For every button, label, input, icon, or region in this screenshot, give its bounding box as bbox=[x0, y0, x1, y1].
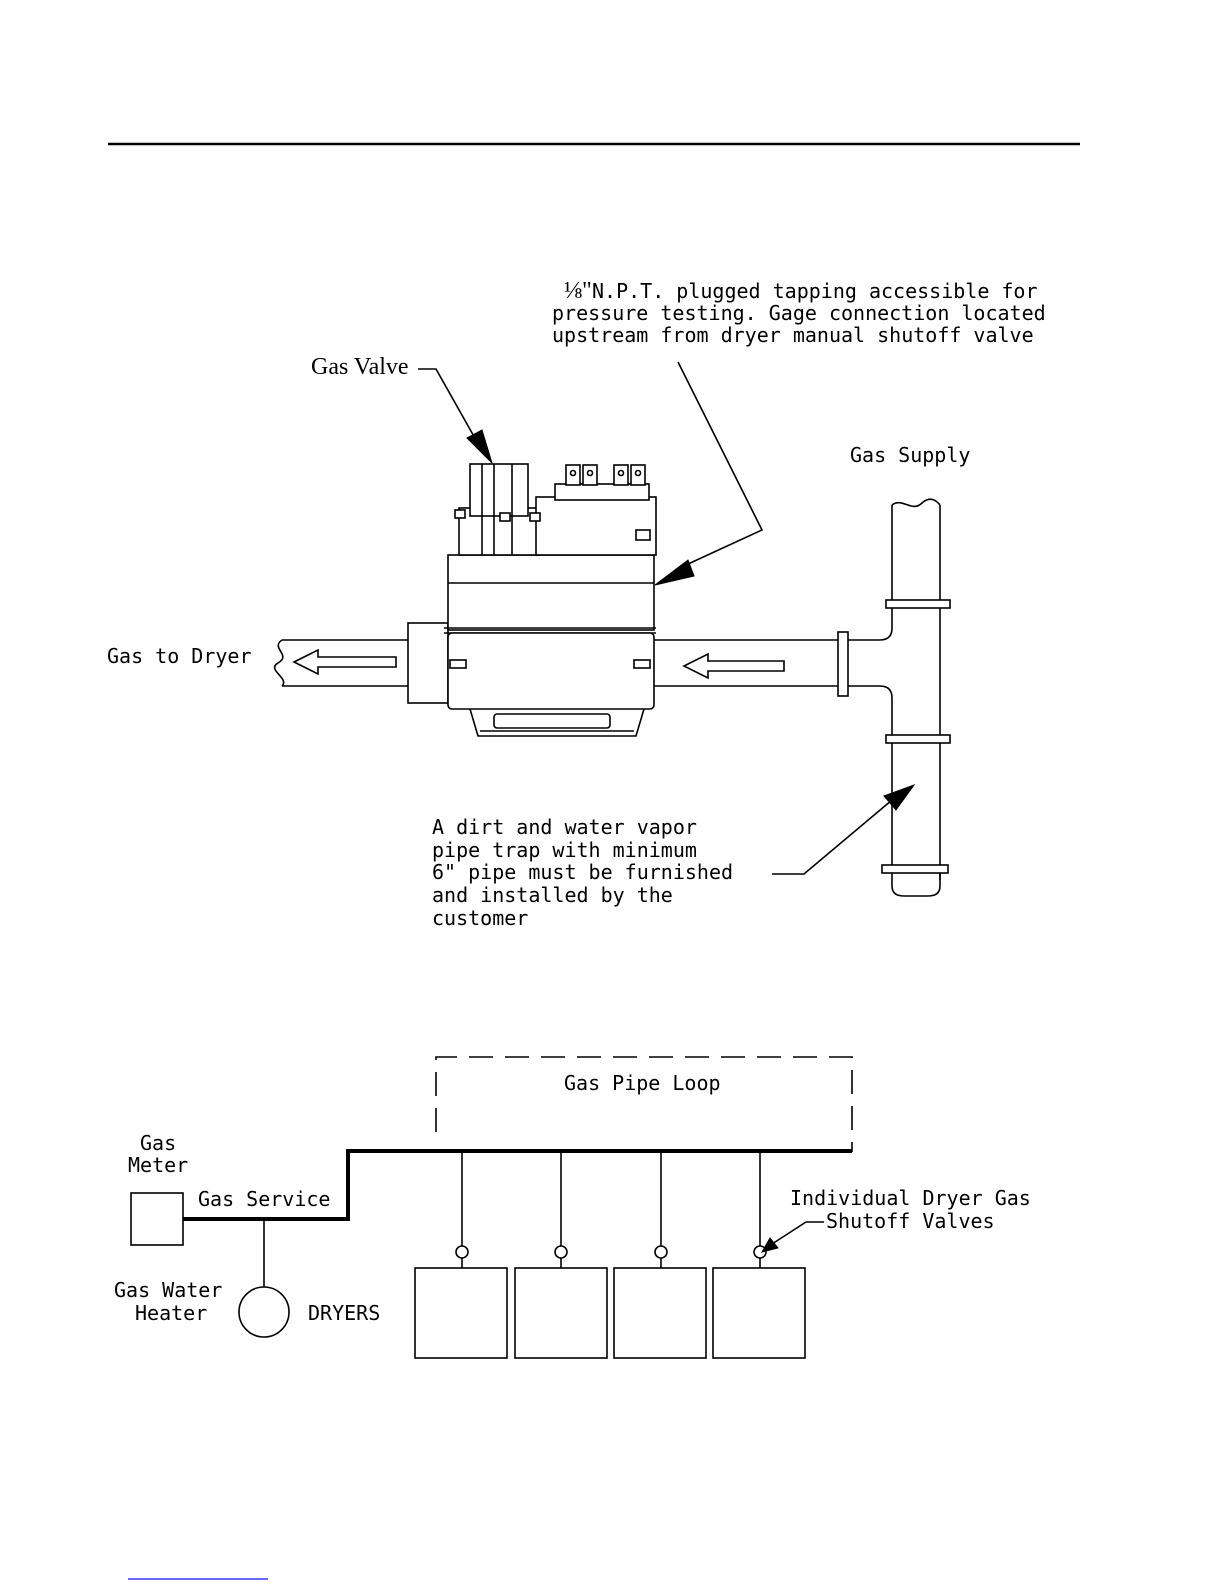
dryer-box bbox=[712, 1267, 806, 1359]
trap-note-line1: A dirt and water vapor bbox=[432, 815, 697, 839]
gas-pipe-loop-label: Gas Pipe Loop bbox=[564, 1071, 721, 1095]
inlet-pipe bbox=[654, 631, 849, 697]
pipe-cap bbox=[891, 873, 941, 897]
dryer-4 bbox=[712, 1151, 806, 1359]
shutoff-leader-line bbox=[771, 1221, 824, 1245]
dryer-box bbox=[613, 1267, 707, 1359]
shutoff-valve-icon bbox=[554, 1245, 568, 1259]
tapping-fraction: ⅛" bbox=[564, 278, 592, 304]
tapping-note-line2: pressure testing. Gage connection locate… bbox=[552, 301, 1046, 325]
gas-valve-body bbox=[444, 463, 657, 737]
trap-arrowhead bbox=[883, 783, 916, 811]
trap-note-line2: pipe trap with minimum bbox=[432, 838, 697, 862]
shutoff-arrowhead bbox=[760, 1237, 779, 1253]
dryer-1 bbox=[414, 1151, 508, 1359]
outlet-fitting bbox=[407, 622, 449, 704]
gas-valve-leader-line bbox=[418, 368, 477, 441]
trap-note-line4: and installed by the bbox=[432, 883, 673, 907]
tapping-leader-line bbox=[674, 361, 764, 571]
trap-note-line5: customer bbox=[432, 906, 528, 930]
gas-valve-arrowhead bbox=[466, 429, 493, 464]
shutoff-label-line1: Individual Dryer Gas bbox=[790, 1186, 1031, 1210]
water-heater-label-line1: Gas Water bbox=[114, 1278, 222, 1302]
gas-meter-label-line2: Meter bbox=[128, 1153, 188, 1177]
outlet-pipe bbox=[273, 639, 410, 687]
gas-to-dryer-label: Gas to Dryer bbox=[107, 644, 252, 668]
flow-arrow-left-icon bbox=[682, 652, 785, 680]
pipe-coupling bbox=[885, 599, 951, 609]
dryer-box bbox=[514, 1267, 608, 1359]
gas-pipe-loop-dashed bbox=[435, 1056, 853, 1152]
gas-pipe-loop-figure: Gas Pipe Loop Gas Meter Gas Service Gas … bbox=[114, 1056, 1031, 1359]
dryers-label: DRYERS bbox=[308, 1301, 380, 1325]
trap-leader-line bbox=[772, 799, 893, 875]
pipe-coupling bbox=[881, 864, 949, 874]
shutoff-label-line2: Shutoff Valves bbox=[826, 1209, 995, 1233]
tapping-note-line1: N.P.T. plugged tapping accessible for bbox=[592, 279, 1038, 303]
gas-service-label: Gas Service bbox=[198, 1187, 330, 1211]
dryer-3 bbox=[613, 1151, 707, 1359]
tapping-arrowhead bbox=[654, 559, 695, 586]
water-heater-label-line2: Heater bbox=[135, 1301, 207, 1325]
dryer-2 bbox=[514, 1151, 608, 1359]
shutoff-valve-icon bbox=[455, 1245, 469, 1259]
terminal-connectors bbox=[565, 464, 646, 486]
main-gas-line bbox=[183, 1149, 852, 1221]
gas-meter-label-line1: Gas bbox=[140, 1131, 176, 1155]
gas-supply-label: Gas Supply bbox=[850, 443, 970, 467]
pipe-coupling bbox=[885, 734, 951, 744]
shutoff-valve-icon bbox=[654, 1245, 668, 1259]
gas-water-heater-circle bbox=[238, 1286, 290, 1338]
dryer-box bbox=[414, 1267, 508, 1359]
tee-flange bbox=[837, 631, 849, 697]
flow-arrow-left-icon bbox=[292, 648, 397, 676]
tapping-note-line3: upstream from dryer manual shutoff valve bbox=[552, 323, 1034, 347]
gas-valve-assembly-figure: ⅛" N.P.T. plugged tapping accessible for… bbox=[107, 278, 1046, 930]
gas-meter-box bbox=[130, 1192, 184, 1246]
trap-note-line3: 6" pipe must be furnished bbox=[432, 860, 733, 884]
gas-valve-label: Gas Valve bbox=[311, 354, 409, 380]
supply-tee-pipe bbox=[848, 498, 951, 897]
